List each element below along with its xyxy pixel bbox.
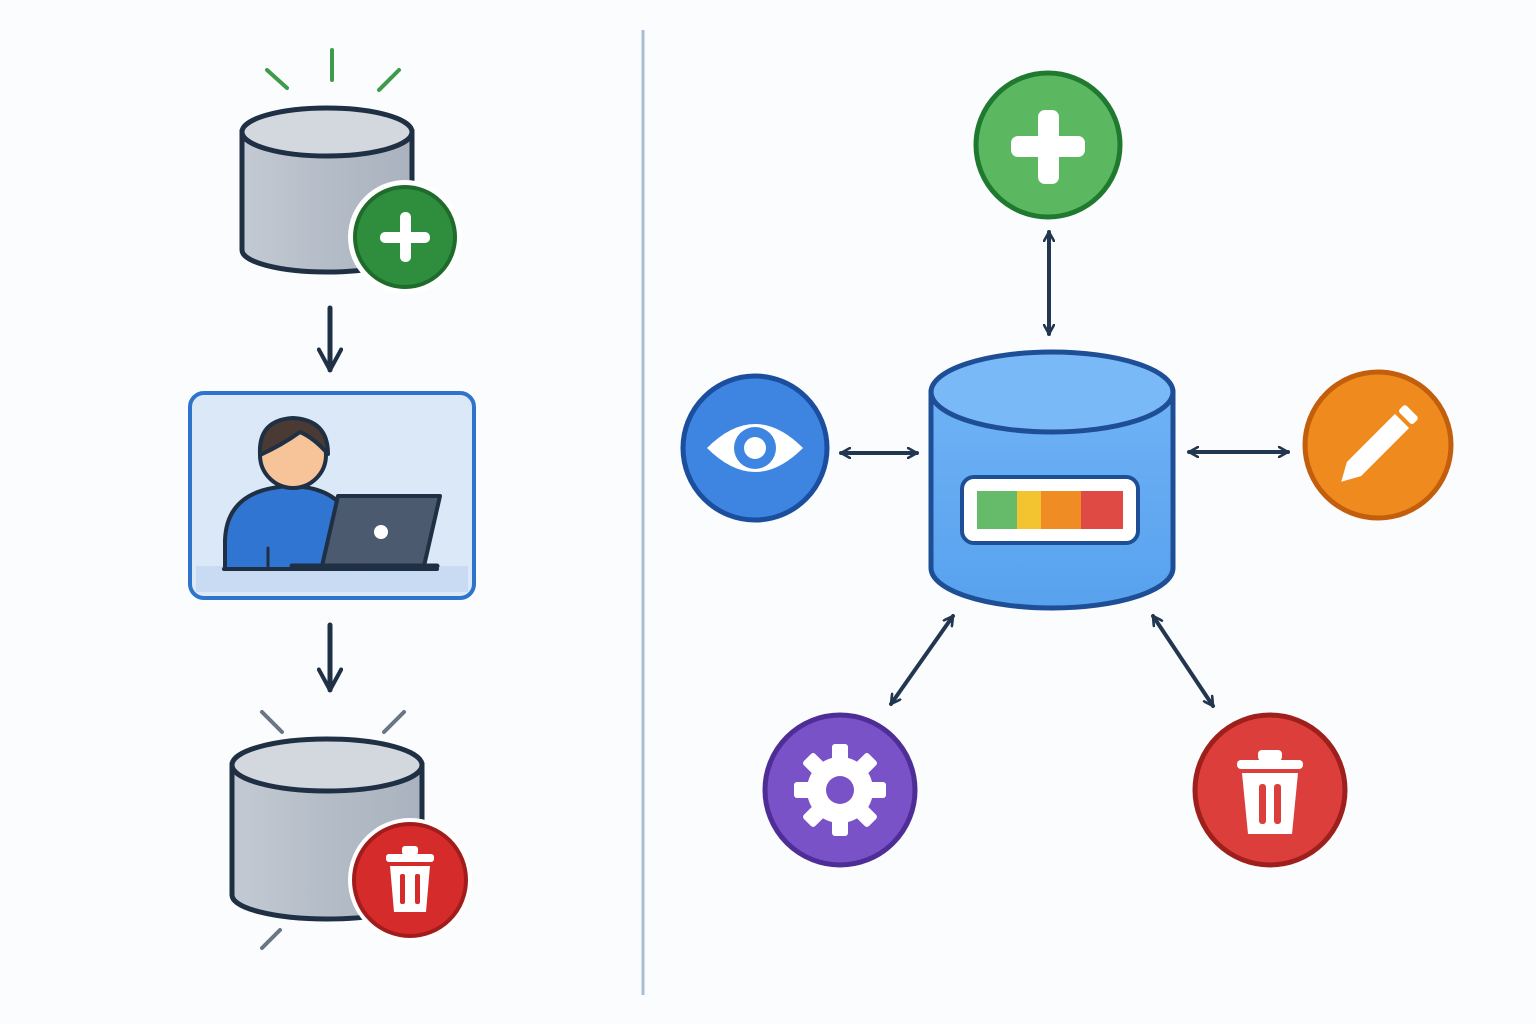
laptop-icon <box>289 494 442 569</box>
eye-icon <box>707 424 803 472</box>
usage-segment-green <box>977 491 1017 529</box>
usage-bar-icon <box>960 475 1140 545</box>
sparkle-lines-green <box>265 48 401 92</box>
usage-segment-yellow <box>1017 491 1041 529</box>
gear-icon <box>794 744 886 836</box>
usage-segment-orange <box>1041 491 1081 529</box>
sparkle-lines-gray <box>260 710 406 950</box>
arrow-db-delete <box>1151 614 1215 708</box>
view-node <box>680 373 830 523</box>
workflow-panel <box>188 48 476 950</box>
delete-node <box>1192 712 1348 868</box>
plus-icon <box>1011 110 1085 184</box>
delete-database-node <box>229 710 472 950</box>
create-node <box>973 70 1123 220</box>
create-database-node <box>239 48 462 294</box>
edit-node <box>1302 369 1454 521</box>
user-at-laptop-node <box>188 391 476 600</box>
arrow-db-settings <box>889 614 955 706</box>
trash-icon <box>1237 750 1303 834</box>
usage-segment-red <box>1081 491 1123 529</box>
central-database-icon <box>928 349 1176 611</box>
operations-hub-panel <box>680 70 1454 868</box>
database-icon <box>229 736 425 922</box>
plus-badge-icon <box>348 180 462 294</box>
trash-badge-icon <box>348 818 472 942</box>
pencil-icon <box>1341 405 1418 482</box>
settings-node <box>762 712 918 868</box>
